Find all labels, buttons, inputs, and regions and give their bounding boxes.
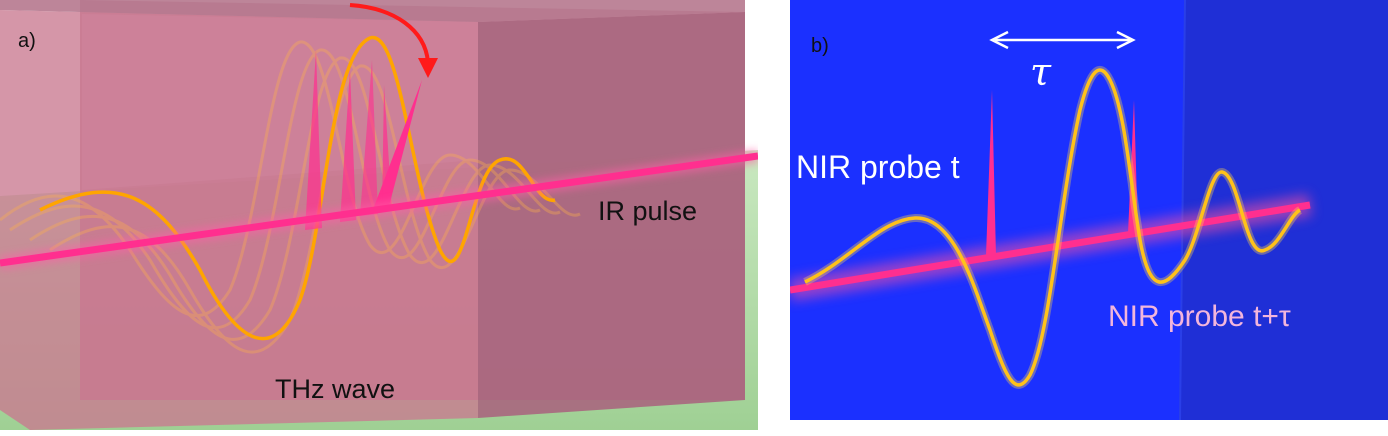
- thz-wave-label: THz wave: [275, 374, 396, 404]
- rotation-arrow: [349, 3, 430, 63]
- panel-b-label: b): [811, 35, 829, 57]
- thz-wave-main: [39, 36, 556, 341]
- crystal-inner-face: [82, 14, 478, 190]
- panel-a-thz-ir-illustration: a) IR pulse THz wave: [0, 0, 758, 430]
- delay-tau-label: τ: [1030, 50, 1052, 94]
- probe-spike-t: [986, 90, 996, 256]
- crystal-box-front: [0, 10, 478, 430]
- nir-probe-t-label: NIR probe t: [796, 149, 960, 185]
- crystal-box-side: [478, 12, 745, 418]
- panel-b-eo-sampling-illustration: b) τ NIR probe t NIR probe t+τ: [790, 0, 1388, 420]
- nir-beam: [790, 201, 1311, 294]
- nir-probe-t-tau-label: NIR probe t+τ: [1108, 300, 1291, 333]
- panel-b-edge-line: [1179, 0, 1186, 420]
- ir-pulse-label: IR pulse: [598, 196, 698, 226]
- crystal-box-top: [0, 0, 745, 22]
- panel-a-scene: [0, 0, 758, 430]
- panel-b-scene: [790, 0, 1388, 420]
- probe-spikes: [305, 50, 422, 230]
- ir-beam: [0, 152, 758, 267]
- panel-a-label: a): [18, 30, 36, 52]
- rotation-arrow-head: [418, 58, 438, 78]
- thz-waveform: [804, 68, 1302, 387]
- delay-arrow: [989, 30, 1136, 50]
